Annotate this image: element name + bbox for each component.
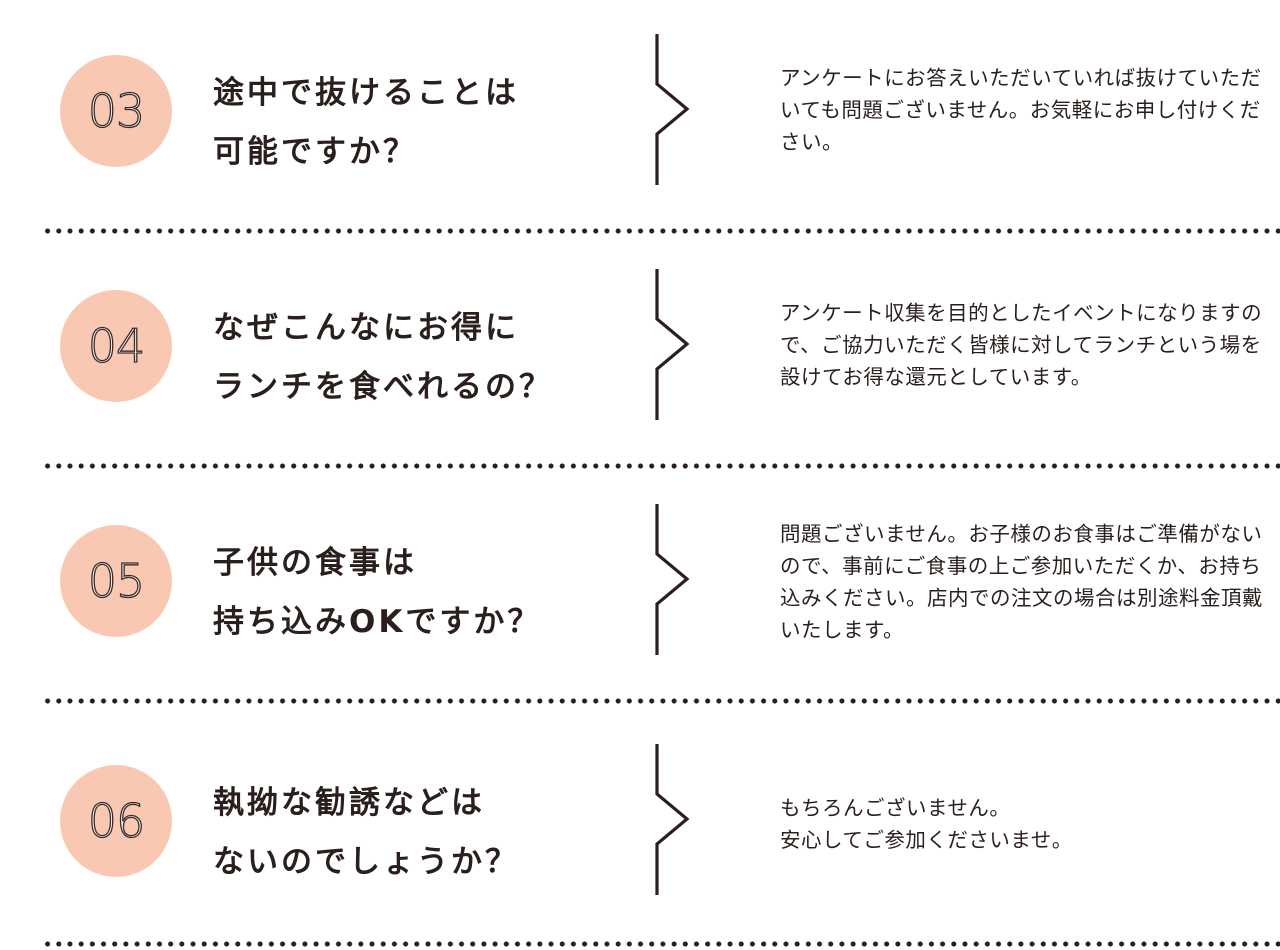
faq-item-06: 06 執拗な勧誘などは ないのでしょうか？ もちろんございません。 安心してご参… <box>0 710 1280 948</box>
dotted-divider <box>42 462 1280 470</box>
number-label: 04 <box>87 319 146 373</box>
question-line: 持ち込みOKですか？ <box>213 604 542 640</box>
question-line: ランチを食べれるの？ <box>213 369 553 405</box>
number-badge: 03 <box>60 55 172 167</box>
number-label: 06 <box>87 794 146 848</box>
number-badge: 05 <box>60 525 172 637</box>
chevron-right-icon <box>655 34 690 185</box>
faq-item-04: 04 なぜこんなにお得に ランチを食べれるの？ アンケート収集を目的としたイベン… <box>0 235 1280 470</box>
number-badge: 06 <box>60 765 172 877</box>
dotted-divider <box>42 227 1280 235</box>
answer-text: もちろんございません。 安心してご参加くださいませ。 <box>780 796 1073 852</box>
faq-item-05: 05 子供の食事は 持ち込みOKですか？ 問題ございません。お子様のお食事はご準… <box>0 470 1280 705</box>
number-label: 05 <box>87 554 146 608</box>
faq-item-03: 03 途中で抜けることは 可能ですか？ アンケートにお答えいただいていれば抜けて… <box>0 0 1280 235</box>
number-label: 03 <box>87 84 146 138</box>
question-text: 執拗な勧誘などは ないのでしょうか？ <box>213 774 613 892</box>
question-line: 執拗な勧誘などは <box>213 785 485 821</box>
answer-text: 問題ございません。お子様のお食事はご準備がないので、事前にご食事の上ご参加いただ… <box>780 522 1263 642</box>
question-line: ないのでしょうか？ <box>213 844 519 880</box>
question-line: 可能ですか？ <box>213 134 417 170</box>
answer-text: アンケート収集を目的としたイベントになりますので、ご協力いただく皆様に対してラン… <box>780 301 1263 389</box>
dotted-divider <box>42 697 1280 705</box>
question-line: なぜこんなにお得に <box>213 310 519 346</box>
question-line: 途中で抜けることは <box>213 75 519 111</box>
chevron-right-icon <box>655 744 690 895</box>
chevron-right-icon <box>655 504 690 655</box>
question-text: 子供の食事は 持ち込みOKですか？ <box>213 534 613 652</box>
question-text: なぜこんなにお得に ランチを食べれるの？ <box>213 299 613 417</box>
answer-text: アンケートにお答えいただいていれば抜けていただいても問題ございません。お気軽にお… <box>780 66 1262 154</box>
dotted-divider <box>42 940 1280 948</box>
number-badge: 04 <box>60 290 172 402</box>
question-line: 子供の食事は <box>213 545 417 581</box>
question-text: 途中で抜けることは 可能ですか？ <box>213 64 613 182</box>
chevron-right-icon <box>655 269 690 420</box>
